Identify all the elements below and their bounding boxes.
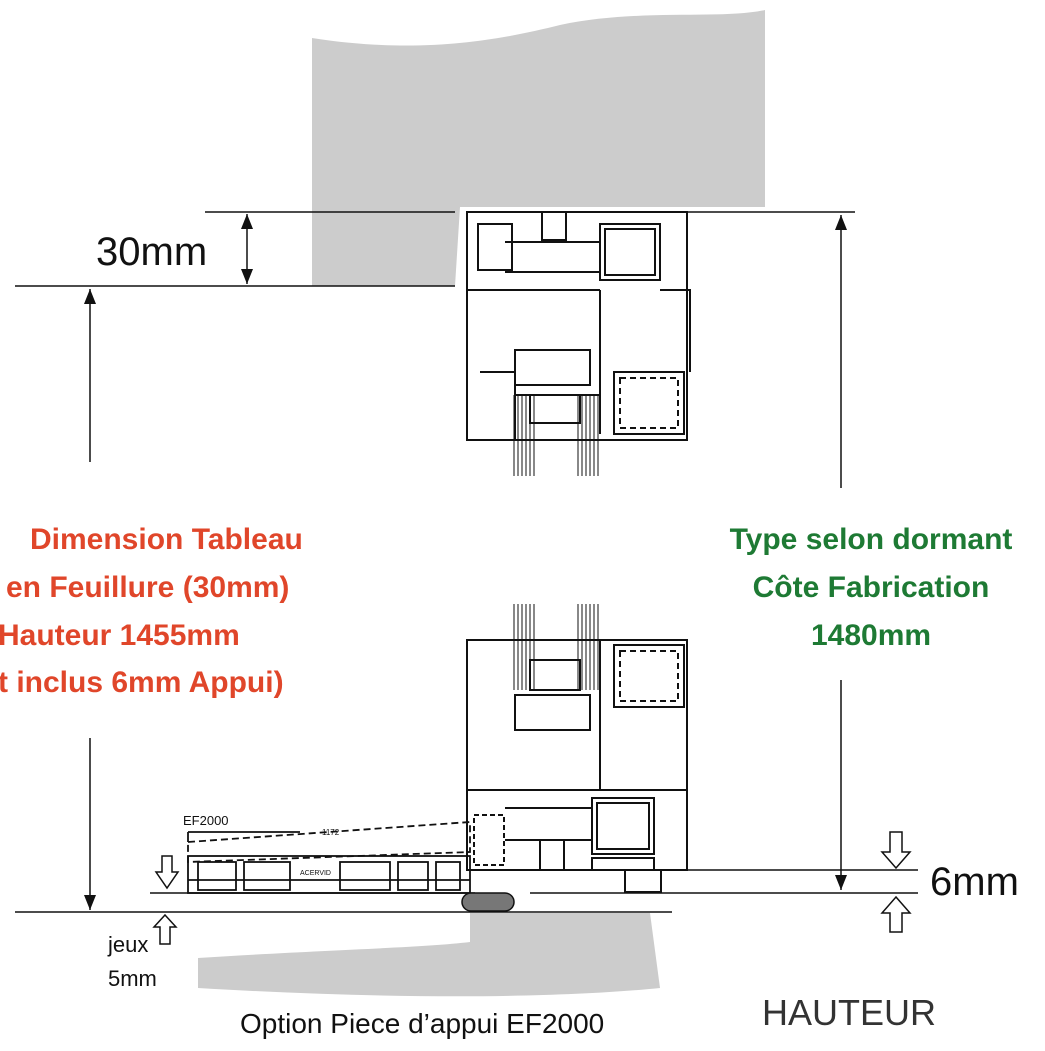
left-note-line2: en Feuillure (30mm) — [6, 571, 290, 604]
hollow-arrows — [152, 831, 912, 945]
lower-glazing — [513, 604, 599, 690]
left-note-line1: Dimension Tableau — [30, 523, 303, 556]
clearance-label: jeux — [108, 932, 149, 957]
clearance-value: 5mm — [108, 966, 157, 991]
right-note-line1: Type selon dormant — [729, 523, 1013, 556]
hollow-arrow-6mm-bottom — [880, 895, 912, 933]
sill-seal — [461, 892, 515, 912]
upper-glazing — [513, 395, 599, 476]
sill-piece-ef2000 — [187, 821, 471, 894]
dimension-30mm: 30mm — [96, 230, 208, 274]
dimension-6mm: 6mm — [930, 860, 1019, 904]
wall-lower — [198, 913, 660, 997]
hollow-arrow-jeux — [152, 913, 178, 945]
right-note-line2: Côte Fabrication — [752, 571, 990, 604]
ef2000-brand: ACERVID — [300, 870, 331, 877]
ef2000-tag: EF2000 — [183, 813, 229, 828]
view-caption: HAUTEUR — [762, 992, 937, 1033]
left-note-line4: t inclus 6mm Appui) — [0, 666, 284, 699]
left-note-line3: Hauteur 1455mm — [0, 619, 240, 652]
wall-upper — [312, 10, 765, 286]
ef2000-inner-dim: 1172 — [322, 828, 340, 837]
hollow-arrow-6mm-top — [880, 831, 912, 870]
hollow-arrow-sill-top — [154, 855, 180, 890]
dimension-arrows — [84, 214, 847, 910]
lower-frame-profile — [466, 639, 688, 893]
option-caption: Option Piece d’appui EF2000 — [240, 1008, 605, 1039]
right-note-line3: 1480mm — [810, 619, 932, 652]
